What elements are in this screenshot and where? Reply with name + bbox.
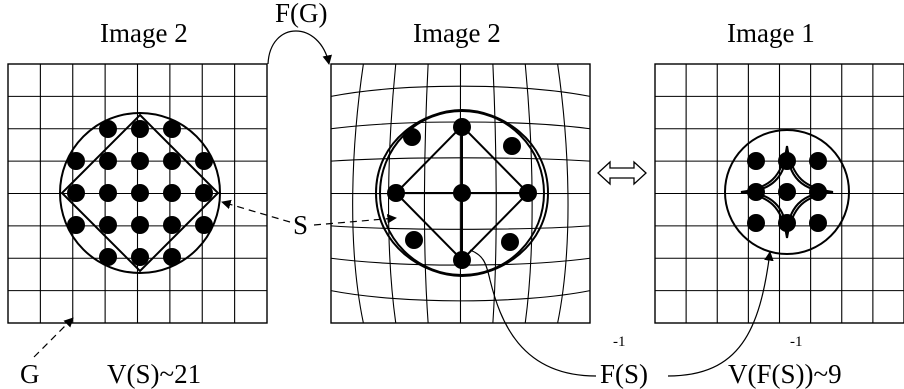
grid-sample-dot — [131, 184, 149, 202]
grid-sample-dot — [747, 214, 765, 232]
shape-arrow-left — [221, 199, 291, 223]
grid-sample-dot — [131, 216, 149, 234]
left-panel — [7, 63, 268, 324]
grid-sample-dot — [387, 184, 405, 202]
grid-sample-dot — [453, 184, 471, 202]
grid-sample-dot — [195, 152, 213, 170]
middle-grid-line — [330, 157, 591, 162]
grid-sample-dot — [778, 214, 796, 232]
grid-sample-dot — [131, 120, 149, 138]
right-dots — [747, 152, 827, 232]
grid-sample-dot — [405, 231, 423, 249]
middle-dots — [387, 118, 537, 269]
grid-sample-dot — [163, 216, 181, 234]
left-volume-label: V(S)~21 — [107, 359, 201, 389]
grid-sample-dot — [67, 184, 85, 202]
grid-sample-dot — [453, 118, 471, 136]
left-dots — [67, 120, 213, 266]
transform-label: F(G) — [275, 0, 328, 28]
inverse-superscript: -1 — [613, 334, 626, 350]
middle-frame — [330, 63, 591, 324]
grid-sample-dot — [519, 184, 537, 202]
grid-sample-dot — [99, 184, 117, 202]
transform-arrow — [267, 30, 332, 65]
grid-sample-dot — [99, 248, 117, 266]
right-circle — [724, 129, 850, 255]
grid-sample-dot — [99, 216, 117, 234]
grid-sample-dot — [195, 216, 213, 234]
grid-sample-dot — [778, 183, 796, 201]
grid-sample-dot — [131, 248, 149, 266]
grid-sample-dot — [809, 183, 827, 201]
grid-sample-dot — [163, 184, 181, 202]
grid-sample-dot — [503, 137, 521, 155]
left-panel-title: Image 2 — [100, 18, 188, 48]
right-panel — [654, 63, 904, 324]
grid-sample-dot — [163, 248, 181, 266]
middle-boundary — [374, 108, 550, 278]
grid-sample-dot — [163, 152, 181, 170]
left-diamond — [60, 113, 220, 273]
grid-sample-dot — [453, 251, 471, 269]
grid-sample-dot — [131, 152, 149, 170]
shape-arrow-right — [313, 213, 397, 226]
left-frame — [7, 63, 268, 324]
grid-sample-dot — [778, 152, 796, 170]
shape-label: S — [293, 210, 308, 240]
left-circle — [59, 112, 221, 274]
grid-label: G — [20, 359, 40, 389]
inverse-map-label: F(S) — [600, 359, 648, 389]
grid-sample-dot — [809, 214, 827, 232]
middle-grid-line — [330, 85, 591, 97]
grid-sample-dot — [195, 184, 213, 202]
middle-panel-title: Image 2 — [413, 18, 501, 48]
right-frame — [654, 63, 904, 324]
right-volume-superscript: -1 — [790, 334, 803, 350]
grid-sample-dot — [99, 120, 117, 138]
grid-sample-dot — [501, 233, 519, 251]
grid-sample-dot — [99, 152, 117, 170]
grid-arrow — [33, 317, 74, 358]
grid-sample-dot — [67, 152, 85, 170]
middle-grid-line — [330, 290, 591, 302]
middle-panel — [330, 63, 591, 324]
grid-sample-dot — [67, 216, 85, 234]
right-volume-label: V(F(S))~9 — [728, 359, 842, 389]
grid-sample-dot — [747, 183, 765, 201]
double-arrow-icon — [597, 160, 647, 186]
grid-sample-dot — [163, 120, 181, 138]
right-panel-title: Image 1 — [727, 18, 815, 48]
grid-sample-dot — [747, 152, 765, 170]
inverse-map-curve-left — [469, 249, 597, 377]
middle-grid-line — [330, 225, 591, 230]
grid-sample-dot — [403, 128, 421, 146]
inverse-map-curve-right — [667, 251, 774, 377]
grid-sample-dot — [809, 152, 827, 170]
